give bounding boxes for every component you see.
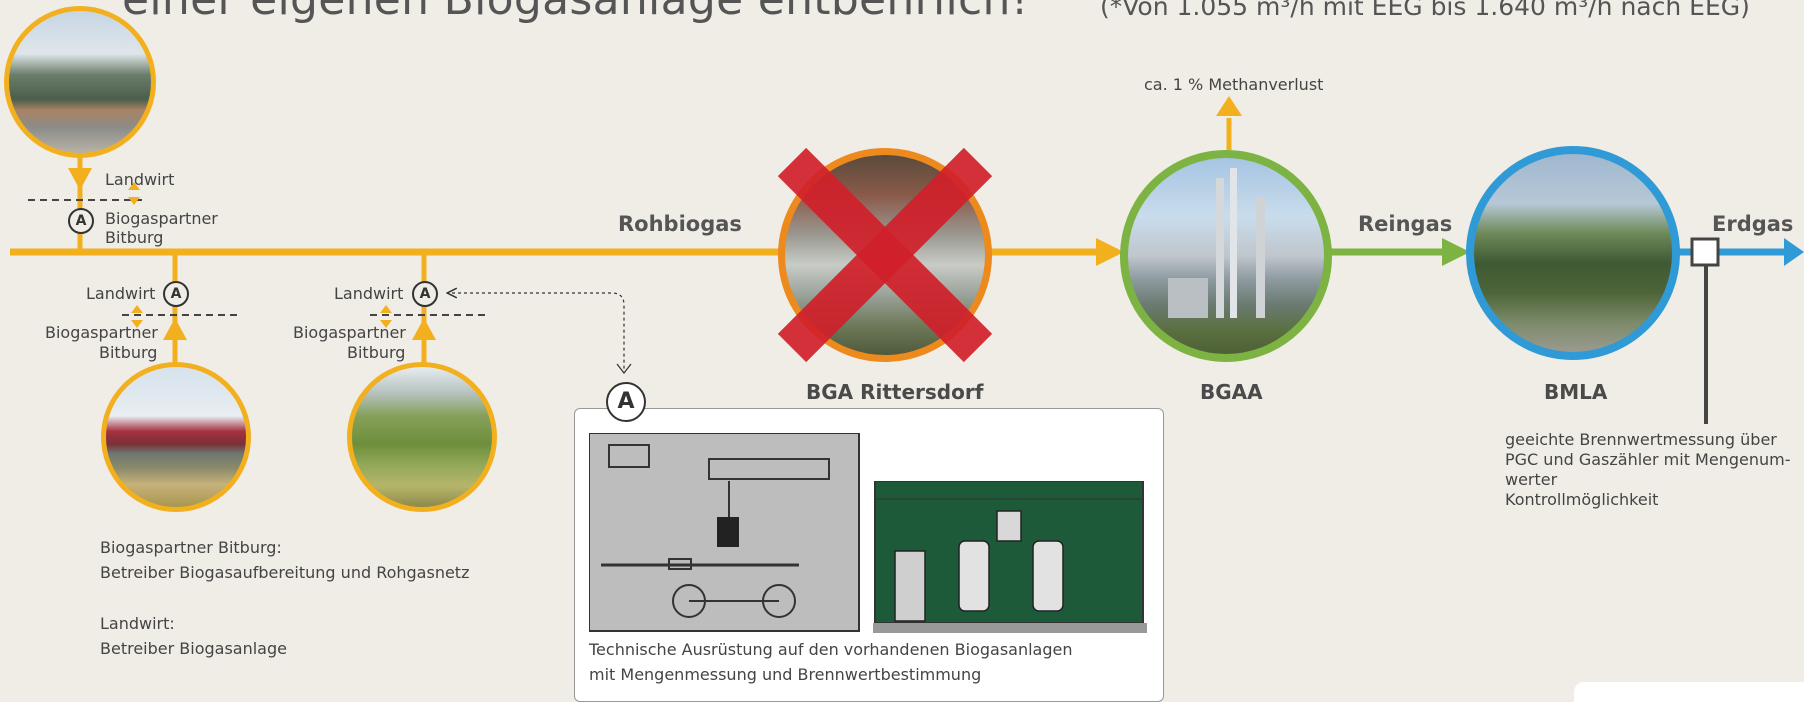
left-partner-label-2: Bitburg [105,228,164,247]
clean-gas-arrow [1442,238,1470,266]
legend-line-2: Betreiber Biogasaufbereitung und Rohgasn… [100,563,470,582]
swap-arrow-left [128,182,140,205]
raw-gas-arrow [1096,238,1124,266]
headline: einer eigenen Biogasanlage entbehrlich! [122,0,1029,25]
swap-arrow-mid2 [380,305,392,328]
subheadline: (*Von 1.055 m³/h mit EEG bis 1.640 m³/h … [1100,0,1750,21]
mid1-partner-label: Biogaspartner [45,323,158,342]
cross-out-icon [777,147,993,363]
bmla-note: geeichte Brennwertmessung über PGC und G… [1505,430,1795,510]
detail-connector-line [452,293,625,372]
bgaa-photo [1120,150,1332,362]
mid2-landwirt-label: Landwirt [334,284,404,303]
detail-badge-a: A [606,382,646,422]
left-feed-arrow [68,168,92,190]
methane-loss-label: ca. 1 % Methanverlust [1144,75,1324,94]
station-bga-label: BGA Rittersdorf [806,380,984,404]
bmla-note-line-2: PGC und Gaszähler mit Mengenum- [1505,450,1791,469]
mid2-partner-label: Biogaspartner [293,323,406,342]
left-landwirt-label: Landwirt [105,170,175,189]
container-drawing [873,481,1147,633]
station-bgaa-label: BGAA [1200,380,1263,404]
bmla-photo [1466,146,1680,360]
left-partner-label: Biogaspartner [105,209,218,228]
left-badge-a: A [68,208,94,234]
rohbiogas-label: Rohbiogas [618,212,742,236]
erdgas-label: Erdgas [1712,212,1794,236]
detail-connector-tip [616,363,632,374]
mid1-feed-arrow [163,318,187,340]
detail-box: Technische Ausrüstung auf den vorhandene… [574,408,1164,702]
legend: Biogaspartner Bitburg: Betreiber Biogasa… [100,535,520,661]
bmla-note-line-1: geeichte Brennwertmessung über [1505,430,1777,449]
detail-caption-line-2: mit Mengenmessung und Brennwertbestimmun… [589,665,982,684]
detail-caption-line-1: Technische Ausrüstung auf den vorhandene… [589,640,1073,659]
station-bmla-label: BMLA [1544,380,1608,404]
reingas-label: Reingas [1358,212,1453,236]
legend-line-4: Betreiber Biogasanlage [100,639,287,658]
corner-panel [1574,682,1804,702]
farm-photo-mid-2 [347,362,497,512]
mid1-partner-label-2: Bitburg [99,343,158,362]
mid2-partner-label-2: Bitburg [347,343,406,362]
methane-loss-arrow [1216,96,1242,116]
mid2-badge-a: A [412,281,438,307]
mid1-landwirt-label: Landwirt [86,284,156,303]
farm-photo-left [4,6,156,158]
legend-line-1: Biogaspartner Bitburg: [100,538,282,557]
equipment-schematic [589,433,860,632]
bmla-note-line-3: werter [1505,470,1558,489]
natural-gas-arrow [1784,238,1804,266]
detail-caption: Technische Ausrüstung auf den vorhandene… [589,637,1149,687]
legend-line-3: Landwirt: [100,614,175,633]
farm-photo-mid-1 [101,362,251,512]
mid2-feed-arrow [412,318,436,340]
meter-box [1690,237,1720,267]
bgaa-towers-icon [1168,168,1265,318]
mid1-badge-a: A [163,281,189,307]
bmla-note-line-4: Kontrollmöglichkeit [1505,490,1659,509]
swap-arrow-mid1 [131,305,143,328]
